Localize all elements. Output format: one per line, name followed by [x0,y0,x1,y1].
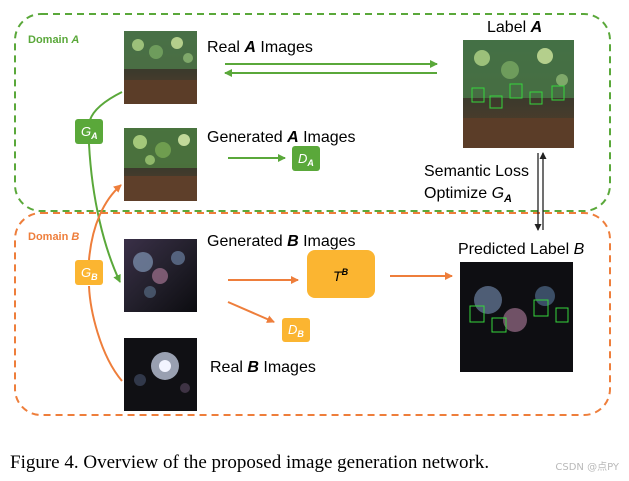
svg-text:GA: GA [81,124,98,141]
label-a-title: Label A [487,19,542,36]
domain-a-label: Domain A [28,34,79,46]
predicted-label-b-title: Predicted Label B [458,241,585,258]
arrow-real-a-to-ga [89,91,123,121]
generated-a-images-label: Generated A Images [207,129,356,146]
real-a-images-label: Real A Images [207,39,313,56]
arrow-real-b-to-gb [88,285,123,382]
arrow-ga-to-generated-b [88,143,121,283]
discriminator-a-box: DA [292,146,320,171]
generated-b-image [124,239,197,312]
arrow-gb-to-generated-a [88,184,122,261]
domain-b-region [14,212,611,416]
semantic-loss-label: Semantic Loss [424,163,529,180]
svg-text:TB: TB [333,267,349,284]
generator-b-box: GB [75,260,103,285]
generated-b-images-label: Generated B Images [207,233,356,250]
svg-text:GB: GB [81,265,98,282]
svg-text:DA: DA [298,151,314,168]
real-b-images-label: Real B Images [210,359,316,376]
real-b-image [124,338,197,411]
predicted-label-b-image [460,262,573,372]
svg-text:DB: DB [288,322,304,339]
figure-caption: Figure 4. Overview of the proposed image… [10,452,490,473]
watermark: CSDN @点PY [555,462,619,473]
real-a-image [124,31,197,104]
label-a-image [463,40,574,148]
arrow-generated-b-to-db [227,301,275,323]
domain-b-label: Domain B [28,231,79,243]
transformer-box: TB [307,250,375,298]
discriminator-b-box: DB [282,318,310,342]
optimize-ga-label: Optimize GA [424,185,512,205]
generated-a-image [124,128,197,201]
generator-a-box: GA [75,119,103,144]
